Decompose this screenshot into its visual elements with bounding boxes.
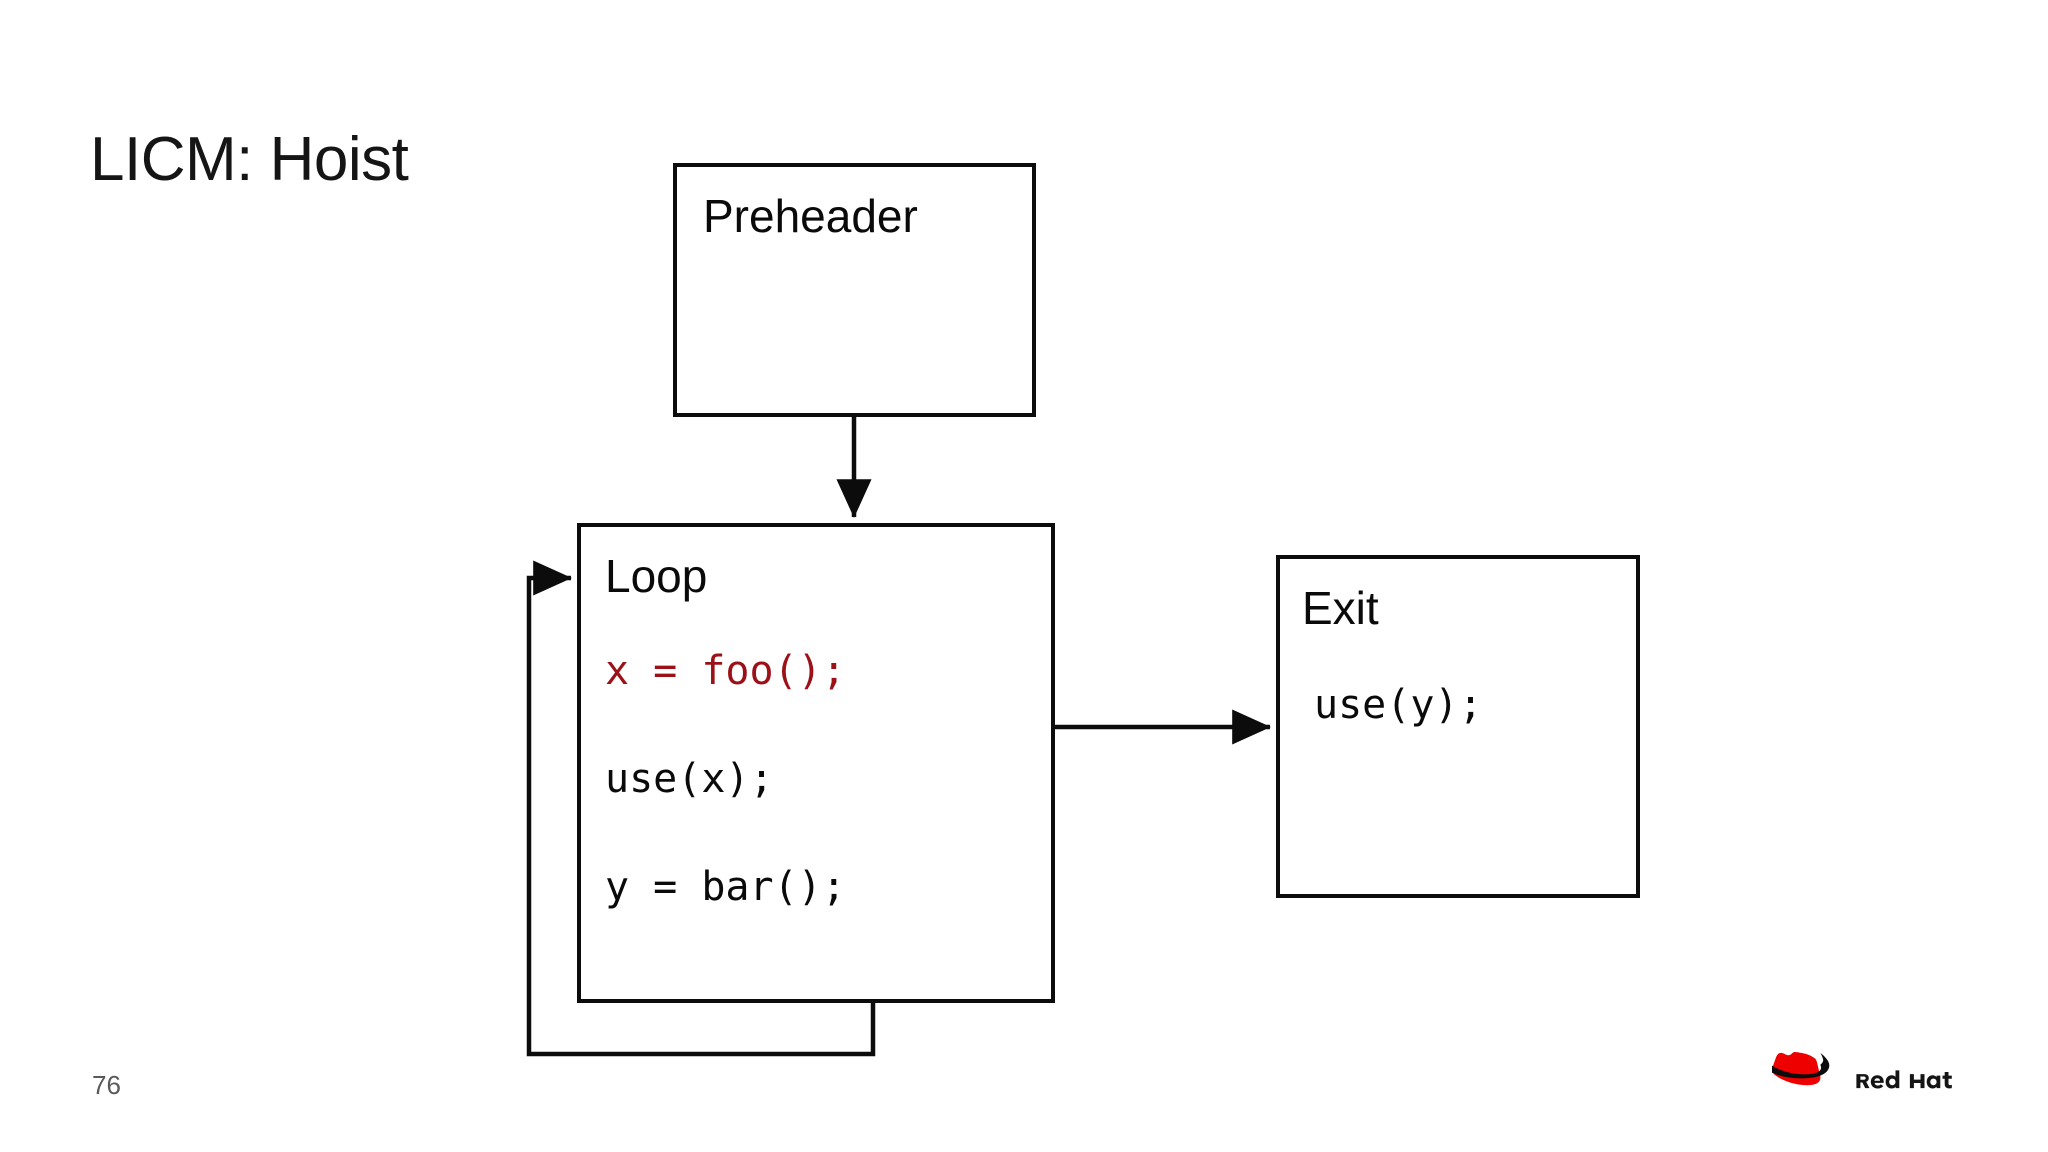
code-line-hoist-candidate: x = foo(); (605, 648, 846, 694)
red-hat-wordmark (1856, 1070, 1952, 1089)
code-list-loop: x = foo(); use(x); y = bar(); (605, 651, 1041, 975)
cfg-block-exit[interactable]: Exit use(y); (1276, 555, 1640, 898)
edge-loop-back-edge (526, 560, 876, 1057)
block-label-exit: Exit (1302, 582, 1379, 634)
red-hat-fedora-icon (1772, 1052, 1830, 1086)
cfg-block-preheader[interactable]: Preheader (673, 163, 1036, 417)
red-hat-logo (1772, 1052, 1996, 1114)
code-list-exit: use(y); (1314, 685, 1626, 725)
code-line: y = bar(); (605, 864, 846, 910)
page-number: 76 (92, 1070, 121, 1100)
page-title: LICM: Hoist (90, 125, 409, 194)
block-label-preheader: Preheader (703, 190, 918, 242)
cfg-block-loop[interactable]: Loop x = foo(); use(x); y = bar(); (577, 523, 1055, 1003)
code-line: use(x); (605, 756, 774, 802)
code-line: use(y); (1314, 682, 1483, 728)
block-label-loop: Loop (605, 550, 708, 602)
